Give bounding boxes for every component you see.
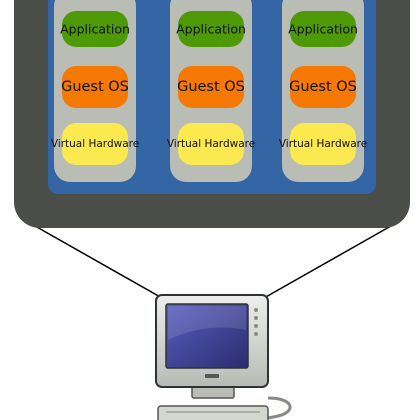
application-layer xyxy=(290,11,356,47)
virtual-hardware-layer xyxy=(290,123,356,165)
keyboard xyxy=(157,405,269,420)
guest-os-layer-label: Guest OS xyxy=(177,79,245,95)
monitor-button-3 xyxy=(254,324,258,328)
monitor-button-4 xyxy=(254,332,258,336)
guest-os-layer-label: Guest OS xyxy=(61,79,129,95)
monitor-button-1 xyxy=(254,308,258,312)
guest-os-layer xyxy=(178,66,244,108)
virtual-hardware-layer-label: Virtual Hardware xyxy=(51,138,139,150)
guest-os-layer xyxy=(290,66,356,108)
guest-os-layer-label: Guest OS xyxy=(289,79,357,95)
guest-os-layer xyxy=(62,66,128,108)
virtual-hardware-layer xyxy=(178,123,244,165)
monitor-screen xyxy=(165,303,249,369)
application-layer-label: Application xyxy=(60,22,130,37)
application-layer xyxy=(62,11,128,47)
virtual-hardware-layer xyxy=(62,123,128,165)
application-layer-label: Application xyxy=(288,22,358,37)
application-layer xyxy=(178,11,244,47)
screen-glare xyxy=(168,306,246,340)
virtual-hardware-layer-label: Virtual Hardware xyxy=(167,138,255,150)
monitor-brand-mark xyxy=(205,374,219,378)
monitor-button-2 xyxy=(254,316,258,320)
application-layer-label: Application xyxy=(176,22,246,37)
zoom-line-right xyxy=(263,221,399,299)
desktop-computer-icon xyxy=(155,294,292,420)
zoom-line-left xyxy=(27,221,163,299)
virtual-hardware-layer-label: Virtual Hardware xyxy=(279,138,367,150)
